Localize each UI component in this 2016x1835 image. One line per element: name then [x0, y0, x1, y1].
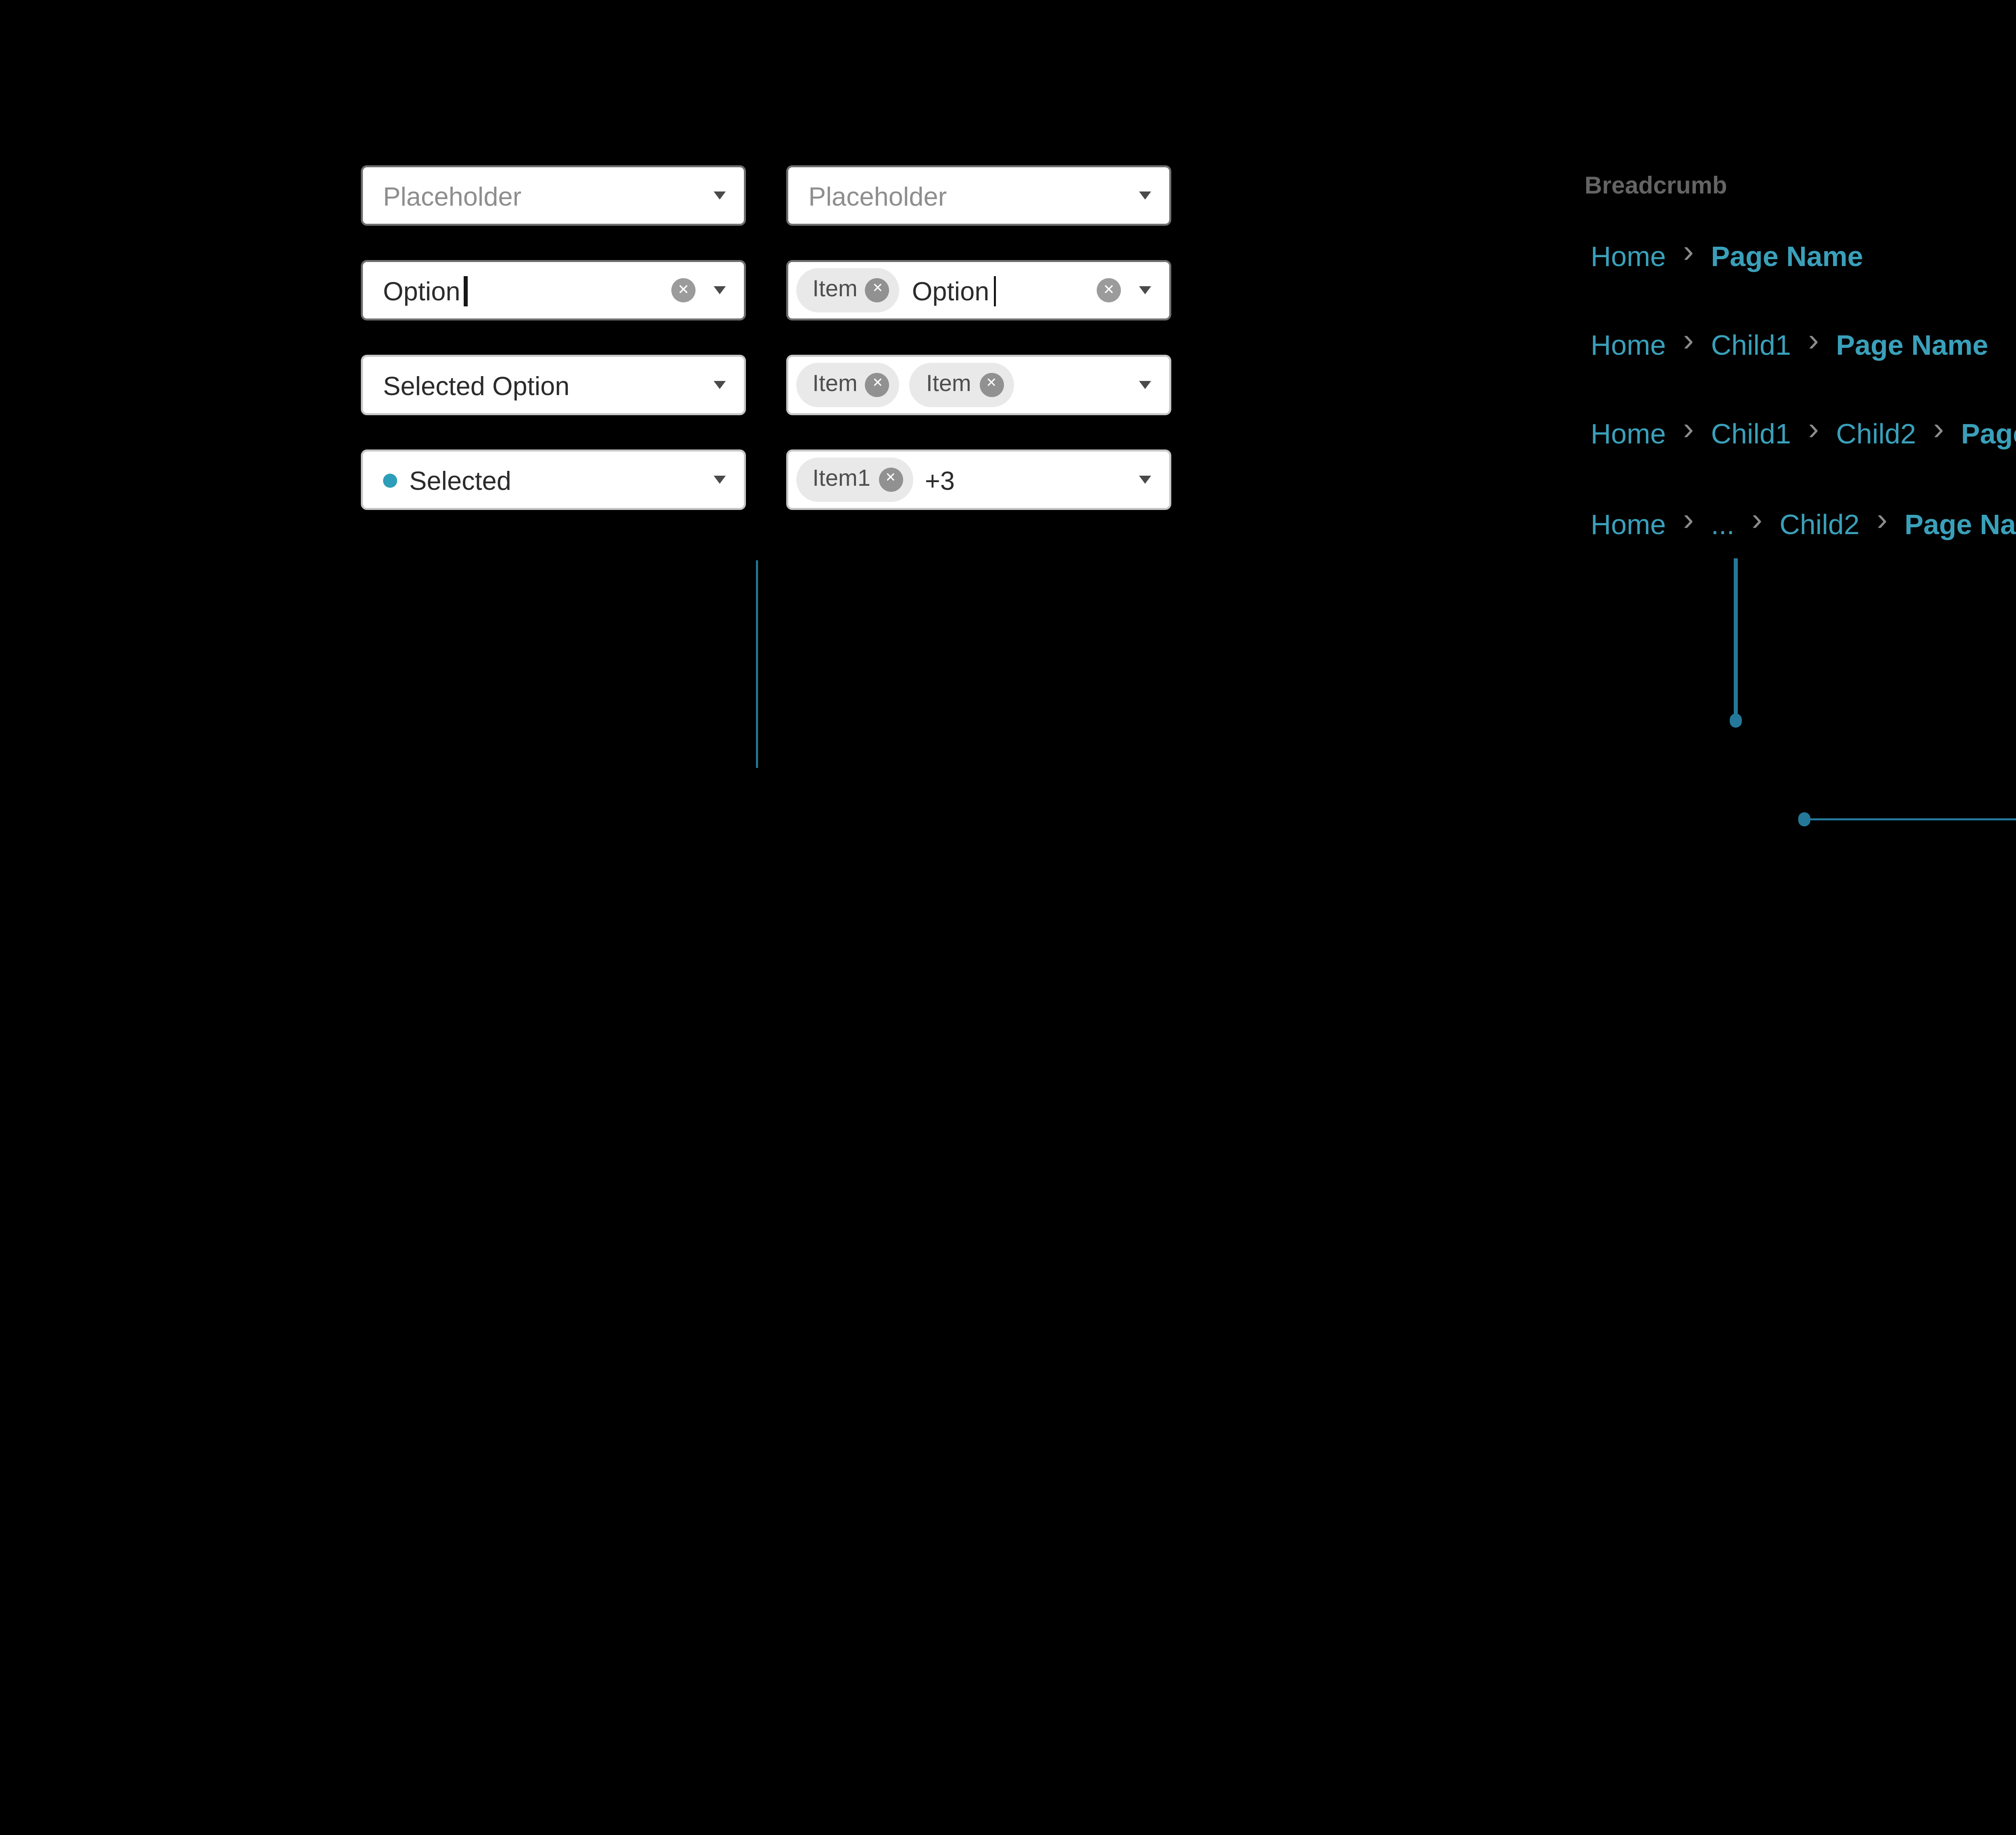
select-selected-with-dot[interactable]: Selected	[361, 449, 746, 510]
chevron-right-icon: ›	[1808, 323, 1819, 358]
flow-connector-line	[755, 560, 758, 768]
chevron-right-icon: ›	[1683, 413, 1694, 447]
select-placeholder[interactable]: Placeholder	[361, 165, 746, 226]
breadcrumb-link[interactable]: Home	[1591, 417, 1666, 449]
breadcrumb-current-page: Page Name	[1711, 239, 1863, 271]
breadcrumb-link[interactable]: Home	[1591, 507, 1666, 539]
flow-connector-endpoint-dot	[1798, 812, 1812, 826]
chip-remove-icon[interactable]: ✕	[865, 373, 890, 397]
selected-item-chip: Item ✕	[910, 363, 1014, 407]
chevron-right-icon: ›	[1683, 503, 1694, 537]
chevron-right-icon: ›	[1808, 413, 1819, 447]
breadcrumb-link[interactable]: Child1	[1711, 327, 1791, 360]
chevron-right-icon: ›	[1683, 235, 1694, 269]
breadcrumb-link[interactable]: Child2	[1779, 507, 1860, 539]
caret-down-icon[interactable]	[714, 476, 726, 484]
select-multi-selected[interactable]: Item ✕ Item ✕	[786, 355, 1171, 415]
text-cursor	[464, 275, 467, 306]
caret-down-icon[interactable]	[714, 381, 726, 389]
chevron-right-icon: ›	[1876, 503, 1888, 537]
chip-label: Item	[812, 278, 858, 302]
chevron-right-icon: ›	[1933, 413, 1944, 447]
chip-label: Item1	[812, 468, 871, 492]
selected-item-chip: Item ✕	[796, 363, 900, 407]
chevron-right-icon: ›	[1683, 323, 1694, 358]
chevron-right-icon: ›	[1752, 503, 1762, 537]
select-placeholder-text: Placeholder	[808, 180, 947, 211]
select-selected[interactable]: Selected Option	[361, 355, 746, 415]
caret-down-icon[interactable]	[1139, 286, 1151, 294]
caret-down-icon[interactable]	[1139, 191, 1151, 200]
select-input-value: Option	[383, 275, 460, 306]
select-value: Selected	[409, 464, 511, 495]
selected-item-chip: Item1 ✕	[796, 458, 913, 502]
chip-remove-icon[interactable]: ✕	[865, 278, 890, 302]
select-editing[interactable]: Option ✕	[361, 260, 746, 320]
breadcrumb-current-page: Page Name	[1836, 327, 1989, 360]
breadcrumb-current-page: Page Name	[1904, 507, 2016, 539]
select-input-value: Option	[912, 275, 989, 306]
select-placeholder-multi[interactable]: Placeholder	[786, 165, 1171, 226]
breadcrumb-ellipsis[interactable]: ...	[1711, 507, 1735, 539]
breadcrumb-link[interactable]: Home	[1591, 327, 1666, 360]
flow-connector-line	[1804, 818, 2016, 821]
flow-connector-line	[1734, 558, 1738, 721]
caret-down-icon[interactable]	[714, 191, 726, 200]
breadcrumb: Home › Child1 › Page Name	[1591, 323, 1989, 360]
clear-icon[interactable]: ✕	[1097, 278, 1121, 302]
flow-connector-endpoint-dot	[1729, 714, 1743, 727]
breadcrumb-current-page: Page Name	[1961, 417, 2016, 449]
breadcrumb: Home › ... › Child2 › Page Name	[1591, 503, 2016, 539]
chip-remove-icon[interactable]: ✕	[878, 468, 903, 492]
chip-label: Item	[812, 373, 858, 397]
breadcrumb: Home › Child1 › Child2 › Page Name	[1591, 413, 2016, 450]
caret-down-icon[interactable]	[1139, 381, 1151, 389]
select-value: Selected Option	[383, 370, 570, 400]
breadcrumb-link[interactable]: Home	[1591, 239, 1666, 271]
text-cursor	[993, 275, 996, 306]
caret-down-icon[interactable]	[1139, 476, 1151, 484]
chip-label: Item	[926, 373, 971, 397]
select-multi-overflow[interactable]: Item1 ✕ +3	[786, 449, 1171, 510]
select-placeholder-text: Placeholder	[383, 180, 522, 211]
overflow-count: +3	[925, 464, 955, 495]
clear-icon[interactable]: ✕	[671, 278, 696, 302]
breadcrumb-link[interactable]: Child2	[1836, 417, 1916, 449]
section-title-breadcrumb: Breadcrumb	[1585, 171, 1727, 200]
select-editing-with-chip[interactable]: Item ✕ Option ✕	[786, 260, 1171, 320]
selected-item-chip: Item ✕	[796, 268, 900, 312]
chip-remove-icon[interactable]: ✕	[979, 373, 1004, 397]
breadcrumb-link[interactable]: Child1	[1711, 417, 1791, 449]
breadcrumb: Home › Page Name	[1591, 235, 1863, 271]
status-dot-icon	[383, 472, 397, 487]
caret-down-icon[interactable]	[714, 286, 726, 294]
